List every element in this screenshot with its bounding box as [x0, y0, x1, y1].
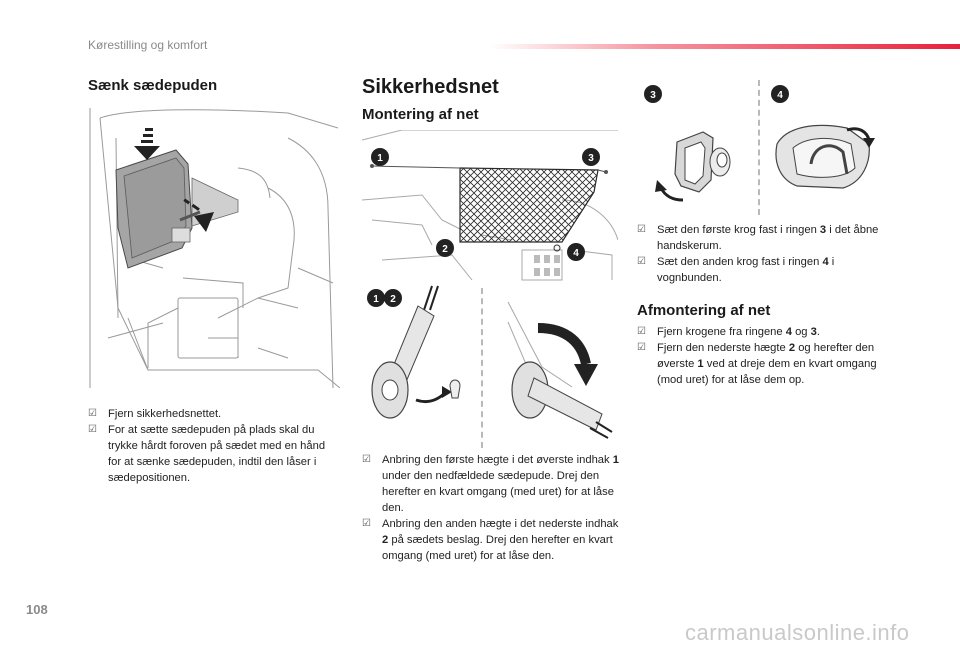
page-number: 108	[26, 602, 48, 617]
callout-2: 2	[390, 294, 396, 305]
checkbox-bullet-icon: ☑	[88, 424, 97, 435]
list-item: ☑ Anbring den anden hægte i det nederste…	[362, 518, 619, 562]
list-item: ☑ Fjern den nederste hægte 2 og herefter…	[637, 342, 877, 386]
list-item: ☑ Sæt den anden krog fast i ringen 4 i v…	[637, 256, 835, 284]
header-section-title: Kørestilling og komfort	[88, 38, 208, 52]
checkbox-bullet-icon: ☑	[88, 408, 97, 419]
middle-subtitle: Montering af net	[362, 106, 479, 123]
rings-illustration: 3 4	[644, 85, 875, 202]
divider	[758, 80, 760, 215]
callout-4: 4	[777, 90, 783, 101]
divider	[481, 288, 483, 448]
middle-title: Sikkerhedsnet	[362, 76, 499, 98]
safety-net-illustration: 1 2 3 4	[362, 130, 618, 281]
checkbox-bullet-icon: ☑	[637, 224, 646, 235]
checkbox-bullet-icon: ☑	[637, 342, 646, 353]
checkbox-bullet-icon: ☑	[637, 256, 646, 267]
callout-2: 2	[442, 244, 448, 255]
callout-4: 4	[573, 248, 579, 259]
middle-instructions: ☑ Anbring den første hægte i det øverste…	[362, 452, 622, 564]
list-item: ☑ Fjern krogene fra ringene 4 og 3.	[637, 326, 820, 338]
right-instructions-removal: ☑ Fjern krogene fra ringene 4 og 3. ☑ Fj…	[637, 324, 887, 388]
callout-1: 1	[377, 153, 383, 164]
left-title: Sænk sædepuden	[88, 77, 218, 94]
checkbox-bullet-icon: ☑	[362, 454, 371, 465]
callout-1: 1	[373, 294, 379, 305]
left-instructions: ☑ Fjern sikkerhedsnettet. ☑ For at sætte…	[88, 406, 333, 486]
list-item: ☑ Fjern sikkerhedsnettet.	[88, 408, 222, 420]
list-item: ☑ Sæt den første krog fast i ringen 3 i …	[637, 224, 879, 252]
hooks-illustration: 1 2	[367, 285, 613, 439]
header-accent-line	[490, 44, 960, 49]
list-item: ☑ Anbring den første hægte i det øverste…	[362, 454, 619, 514]
callout-3: 3	[650, 90, 656, 101]
watermark: carmanualsonline.info	[685, 620, 910, 645]
checkbox-bullet-icon: ☑	[362, 518, 371, 529]
checkbox-bullet-icon: ☑	[637, 326, 646, 337]
right-title: Afmontering af net	[637, 302, 771, 319]
right-instructions: ☑ Sæt den første krog fast i ringen 3 i …	[637, 222, 887, 286]
list-item: ☑ For at sætte sædepuden på plads skal d…	[88, 424, 326, 484]
callout-3: 3	[588, 153, 594, 164]
seat-cushion-illustration	[89, 108, 340, 388]
